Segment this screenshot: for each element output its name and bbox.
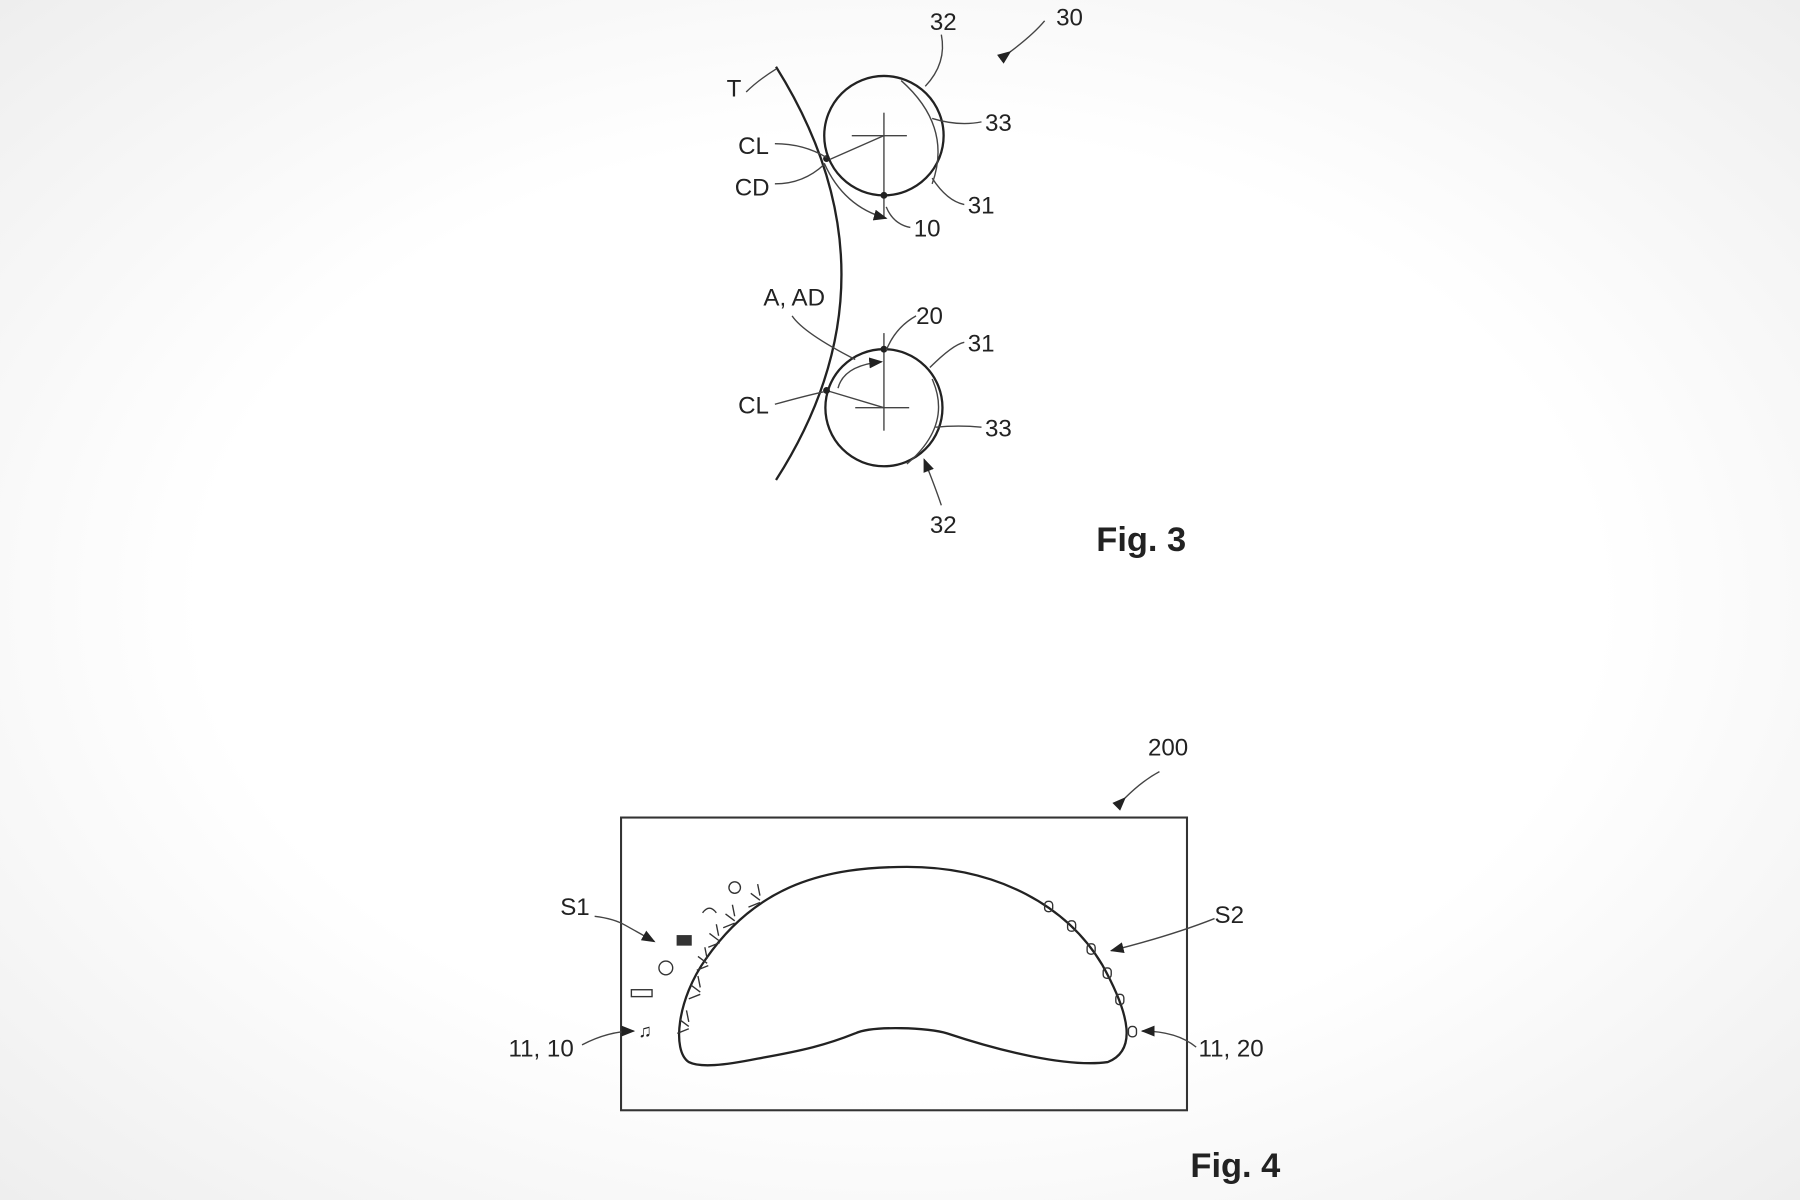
label-T: T bbox=[727, 76, 742, 103]
ref-11-10: 11, 10 bbox=[509, 1035, 574, 1062]
heating-icon bbox=[630, 989, 653, 998]
label-CD: CD bbox=[735, 174, 770, 201]
figure-4: ♫ 200 S1 S2 11, 10 11, 20 Fig. 4 bbox=[509, 735, 1281, 1185]
ref-32-top: 32 bbox=[930, 9, 957, 36]
ref-20: 20 bbox=[916, 303, 943, 330]
label-A-AD: A, AD bbox=[763, 285, 825, 312]
label-S2: S2 bbox=[1215, 902, 1244, 929]
ref-10: 10 bbox=[914, 216, 941, 243]
figure-3: 30 32 T 33 CL CD 31 10 A, AD 20 31 CL 33… bbox=[727, 4, 1187, 559]
seat-icon bbox=[676, 935, 692, 946]
ref-11-20: 11, 20 bbox=[1198, 1035, 1263, 1062]
ref-200: 200 bbox=[1148, 735, 1188, 762]
label-S1: S1 bbox=[560, 894, 589, 921]
ref-31-bottom: 31 bbox=[968, 330, 995, 357]
light-ray-icons bbox=[677, 883, 761, 1034]
figure-3-caption: Fig. 3 bbox=[1096, 521, 1186, 559]
ref-32-bottom: 32 bbox=[930, 512, 957, 539]
label-CL-bottom: CL bbox=[738, 392, 769, 419]
ref-33-bottom: 33 bbox=[985, 415, 1012, 442]
music-note-icon: ♫ bbox=[638, 1020, 652, 1041]
s2-indicator-group bbox=[1043, 900, 1138, 1038]
figure-4-caption: Fig. 4 bbox=[1190, 1147, 1280, 1185]
display-frame bbox=[620, 816, 1189, 1112]
light-icon bbox=[728, 881, 742, 894]
ref-30: 30 bbox=[1056, 4, 1083, 31]
ref-31-top: 31 bbox=[968, 193, 995, 220]
lower-wheel bbox=[823, 333, 944, 468]
ref-33-top: 33 bbox=[985, 110, 1012, 137]
fan-icon bbox=[658, 960, 674, 976]
track-curve-T bbox=[775, 66, 843, 481]
label-CL-top: CL bbox=[738, 133, 769, 160]
wiper-icon bbox=[702, 907, 717, 914]
dome-shape bbox=[678, 865, 1128, 1067]
upper-wheel bbox=[823, 74, 945, 221]
s1-symbol-group: ♫ bbox=[630, 881, 761, 1041]
